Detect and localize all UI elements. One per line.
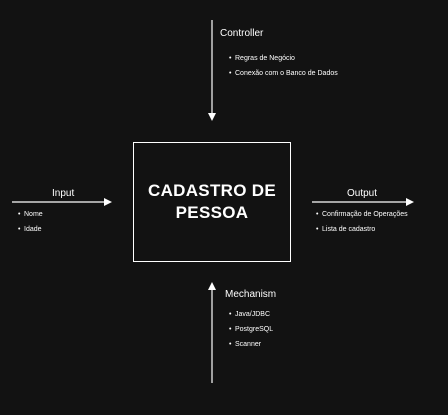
controller-list: Regras de Negócio Conexão com o Banco de… (229, 51, 338, 81)
output-arrow (312, 198, 414, 206)
list-item: Java/JDBC (229, 307, 273, 322)
list-item: Nome (18, 207, 43, 222)
output-label: Output (347, 188, 378, 199)
list-item: Conexão com o Banco de Dados (229, 66, 338, 81)
controller-label: Controller (220, 28, 264, 39)
list-item: Scanner (229, 337, 273, 352)
output-list: Confirmação de Operações Lista de cadast… (316, 207, 408, 237)
main-process-title: CADASTRO DE PESSOA (148, 181, 276, 222)
mechanism-arrow (208, 282, 216, 383)
mechanism-list: Java/JDBC PostgreSQL Scanner (229, 307, 273, 352)
list-item: Confirmação de Operações (316, 207, 408, 222)
list-item: Idade (18, 222, 43, 237)
list-item: Lista de cadastro (316, 222, 408, 237)
input-label: Input (52, 188, 75, 199)
controller-arrow (208, 20, 216, 121)
mechanism-label: Mechanism (225, 289, 277, 300)
input-arrow (12, 198, 112, 206)
list-item: PostgreSQL (229, 322, 273, 337)
input-list: Nome Idade (18, 207, 43, 237)
list-item: Regras de Negócio (229, 51, 338, 66)
main-process-box: CADASTRO DE PESSOA (133, 142, 291, 262)
